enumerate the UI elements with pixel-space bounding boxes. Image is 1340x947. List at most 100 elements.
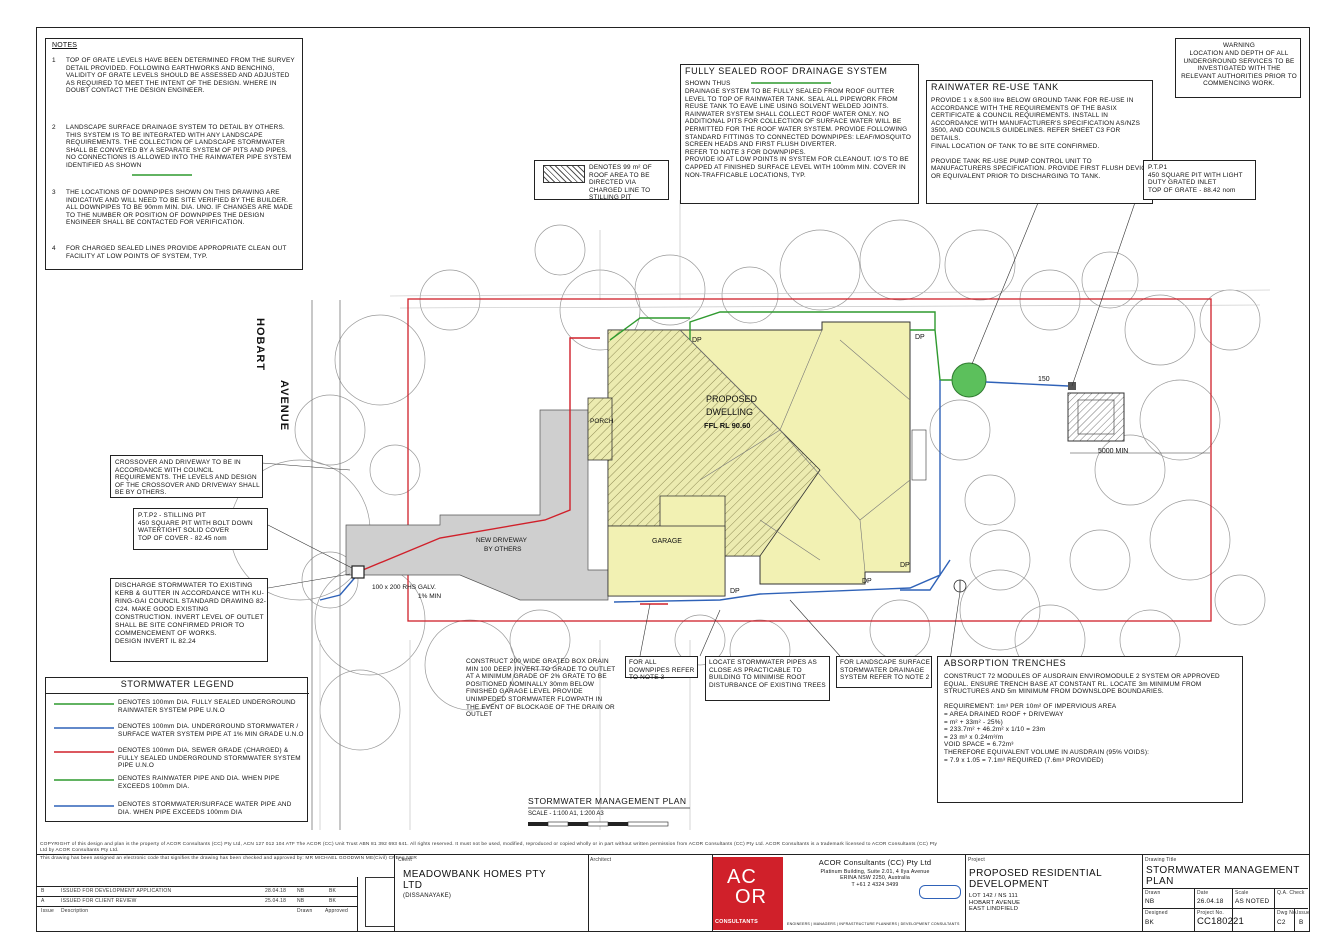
- dwelling-label-1: PROPOSED: [706, 394, 758, 404]
- issue-value: B: [1299, 919, 1304, 926]
- north-arrow-icon: [953, 579, 967, 593]
- architect-label: Architect: [590, 857, 612, 863]
- ptp2-panel: P.T.P2 - STILLING PIT 450 SQUARE PIT WIT…: [133, 508, 268, 550]
- legend-item-1: DENOTES 100mm DIA. FULLY SEALED UNDERGRO…: [118, 699, 296, 714]
- project-label: Project: [968, 857, 985, 863]
- note-text-4: FOR CHARGED SEALED LINES PROVIDE APPROPR…: [66, 245, 287, 260]
- dwg-no-label: Dwg No.: [1277, 910, 1298, 916]
- rhs-label: 100 x 200 RHS GALV.: [372, 584, 436, 591]
- roof-drainage-title: FULLY SEALED ROOF DRAINAGE SYSTEM: [685, 66, 888, 76]
- warning-panel: WARNING LOCATION AND DEPTH OF ALL UNDERG…: [1175, 38, 1301, 98]
- note-text-2: LANDSCAPE SURFACE DRAINAGE SYSTEM TO DET…: [66, 124, 292, 169]
- acor-logo: AC OR CONSULTANTS: [713, 857, 783, 930]
- absorption-title: ABSORPTION TRENCHES: [944, 658, 1067, 668]
- drawn-label: Drawn: [1145, 890, 1161, 896]
- roof-green-line-icon: [751, 82, 831, 84]
- plan-scale: SCALE - 1:100 A1, 1:200 A3: [528, 811, 604, 817]
- rev-b-issue: B: [41, 888, 45, 894]
- client-cell: Client MEADOWBANK HOMES PTY LTD (DISSANA…: [394, 855, 589, 932]
- roof-area-note: DENOTES 99 m² OF ROOF AREA TO BE DIRECTE…: [589, 164, 652, 202]
- downpipes-ref-panel: FOR ALL DOWNPIPES REFER TO NOTE 3: [625, 656, 698, 681]
- downpipes-ref-text: FOR ALL DOWNPIPES REFER TO NOTE 3: [629, 659, 695, 682]
- locate-pipes-panel: LOCATE STORMWATER PIPES AS CLOSE AS PRAC…: [705, 656, 830, 701]
- legend-item-3: DENOTES 100mm DIA. SEWER GRADE (CHARGED)…: [118, 747, 301, 770]
- grated-drain-note: CONSTRUCT 200 WIDE GRATED BOX DRAIN MIN …: [466, 658, 616, 719]
- project-address: LOT 142 / NS 111 HOBART AVENUE EAST LIND…: [969, 893, 1021, 913]
- ptp1-panel: P.T.P1 450 SQUARE PIT WITH LIGHT DUTY GR…: [1143, 160, 1256, 200]
- dwg-no-value: C2: [1277, 919, 1286, 926]
- certification-icon: [919, 885, 961, 899]
- title-block: B ISSUED FOR DEVELOPMENT APPLICATION 28.…: [37, 854, 1310, 932]
- date-label: Date: [1197, 890, 1209, 896]
- charged-pipes: [357, 337, 668, 605]
- client-label: Client: [398, 857, 412, 863]
- legend-title: STORMWATER LEGEND: [120, 679, 235, 689]
- logo-text-2: OR: [735, 886, 767, 908]
- project-no-label: Project No.: [1197, 910, 1224, 916]
- company-tagline: ENGINEERS | MANAGERS | INFRASTRUCTURE PL…: [787, 922, 960, 926]
- rev-a-approved: BK: [329, 898, 337, 904]
- legend-item-5: DENOTES STORMWATER/SURFACE WATER PIPE AN…: [118, 801, 292, 816]
- rev-b-drawn: NB: [297, 888, 305, 894]
- legend-swatches: [54, 703, 114, 807]
- project-name: PROPOSED RESIDENTIAL DEVELOPMENT: [969, 868, 1102, 890]
- rev-b-desc: ISSUED FOR DEVELOPMENT APPLICATION: [61, 888, 172, 894]
- dp-label-2: DP: [915, 334, 925, 341]
- ffl-label: FFL RL 90.60: [704, 421, 751, 430]
- drawing-label: Drawing Title: [1145, 857, 1177, 863]
- rev-a-drawn: NB: [297, 898, 305, 904]
- project-no-value: CC180221: [1197, 916, 1245, 927]
- driveway-label-1: NEW DRIVEWAY: [476, 537, 527, 544]
- rev-b-approved: BK: [329, 888, 337, 894]
- dp-label-5: DP: [730, 588, 740, 595]
- rev-header-issue: Issue: [41, 908, 54, 914]
- issue-label: Issue: [1297, 910, 1310, 916]
- crossover-panel: CROSSOVER AND DRIVEWAY TO BE IN ACCORDAN…: [110, 455, 263, 498]
- plan-title: STORMWATER MANAGEMENT PLAN: [528, 796, 687, 806]
- rev-header-desc: Description: [61, 908, 89, 914]
- logo-text-1: AC: [727, 866, 757, 888]
- stormwater-pipes: [319, 380, 1069, 603]
- company-address: Platinum Building, Suite 2.01, 4 Ilya Av…: [820, 869, 930, 888]
- roof-area-hatch-icon: [543, 165, 585, 183]
- dp-label-3: DP: [900, 562, 910, 569]
- company-cell: ACOR Consultants (CC) Pty Ltd Platinum B…: [785, 855, 966, 932]
- note-num-2: 2: [52, 124, 56, 131]
- absorption-trench: [1067, 392, 1125, 442]
- drawn-value: NB: [1145, 898, 1155, 905]
- note-green-line-icon: [132, 174, 192, 176]
- roof-area-note-panel: DENOTES 99 m² OF ROOF AREA TO BE DIRECTE…: [534, 160, 669, 202]
- rev-header-drawn: Drawn: [297, 908, 313, 914]
- dwelling-label-2: DWELLING: [706, 407, 754, 417]
- scale-value: AS NOTED: [1235, 898, 1270, 905]
- rainwater-tank: [951, 362, 987, 398]
- rev-a-issue: A: [41, 898, 45, 904]
- designed-value: BK: [1145, 919, 1154, 926]
- project-cell: Project PROPOSED RESIDENTIAL DEVELOPMENT…: [965, 855, 1143, 932]
- designed-label: Designed: [1145, 910, 1168, 916]
- dp-label-4: DP: [862, 578, 872, 585]
- absorption-panel: ABSORPTION TRENCHES CONSTRUCT 72 MODULES…: [937, 656, 1243, 803]
- notes-title: NOTES: [52, 42, 78, 49]
- garage-label: GARAGE: [652, 538, 682, 545]
- scale-label: Scale: [1235, 890, 1249, 896]
- porch-label: PORCH: [590, 418, 614, 425]
- reuse-tank-title: RAINWATER RE-USE TANK: [931, 82, 1059, 92]
- street-name-1: HOBART: [254, 318, 266, 372]
- roof-drainage-panel: FULLY SEALED ROOF DRAINAGE SYSTEM SHOWN …: [680, 64, 919, 204]
- ptp1-text: P.T.P1 450 SQUARE PIT WITH LIGHT DUTY GR…: [1148, 164, 1243, 194]
- reuse-tank-text: PROVIDE 1 x 8,500 litre BELOW GROUND TAN…: [931, 97, 1151, 180]
- roof-drainage-text: DRAINAGE SYSTEM TO BE FULLY SEALED FROM …: [685, 88, 912, 179]
- discharge-text: DISCHARGE STORMWATER TO EXISTING KERB & …: [115, 582, 267, 645]
- legend-panel: STORMWATER LEGEND DENOTES 100mm DIA. FUL…: [45, 677, 309, 822]
- signature-box: [365, 877, 395, 927]
- scale-bar: [528, 821, 669, 827]
- reuse-tank-panel: RAINWATER RE-USE TANK PROVIDE 1 x 8,500 …: [926, 80, 1153, 204]
- ptp2-text: P.T.P2 - STILLING PIT 450 SQUARE PIT WIT…: [138, 512, 253, 542]
- client-sub: (DISSANAYAKE): [403, 893, 452, 899]
- landscape-ref-panel: FOR LANDSCAPE SURFACE STORMWATER DRAINAG…: [836, 656, 932, 688]
- rhs-grade-label: 1% MIN: [418, 593, 442, 600]
- driveway-label-2: BY OTHERS: [484, 546, 522, 553]
- architect-cell: Architect: [587, 855, 713, 932]
